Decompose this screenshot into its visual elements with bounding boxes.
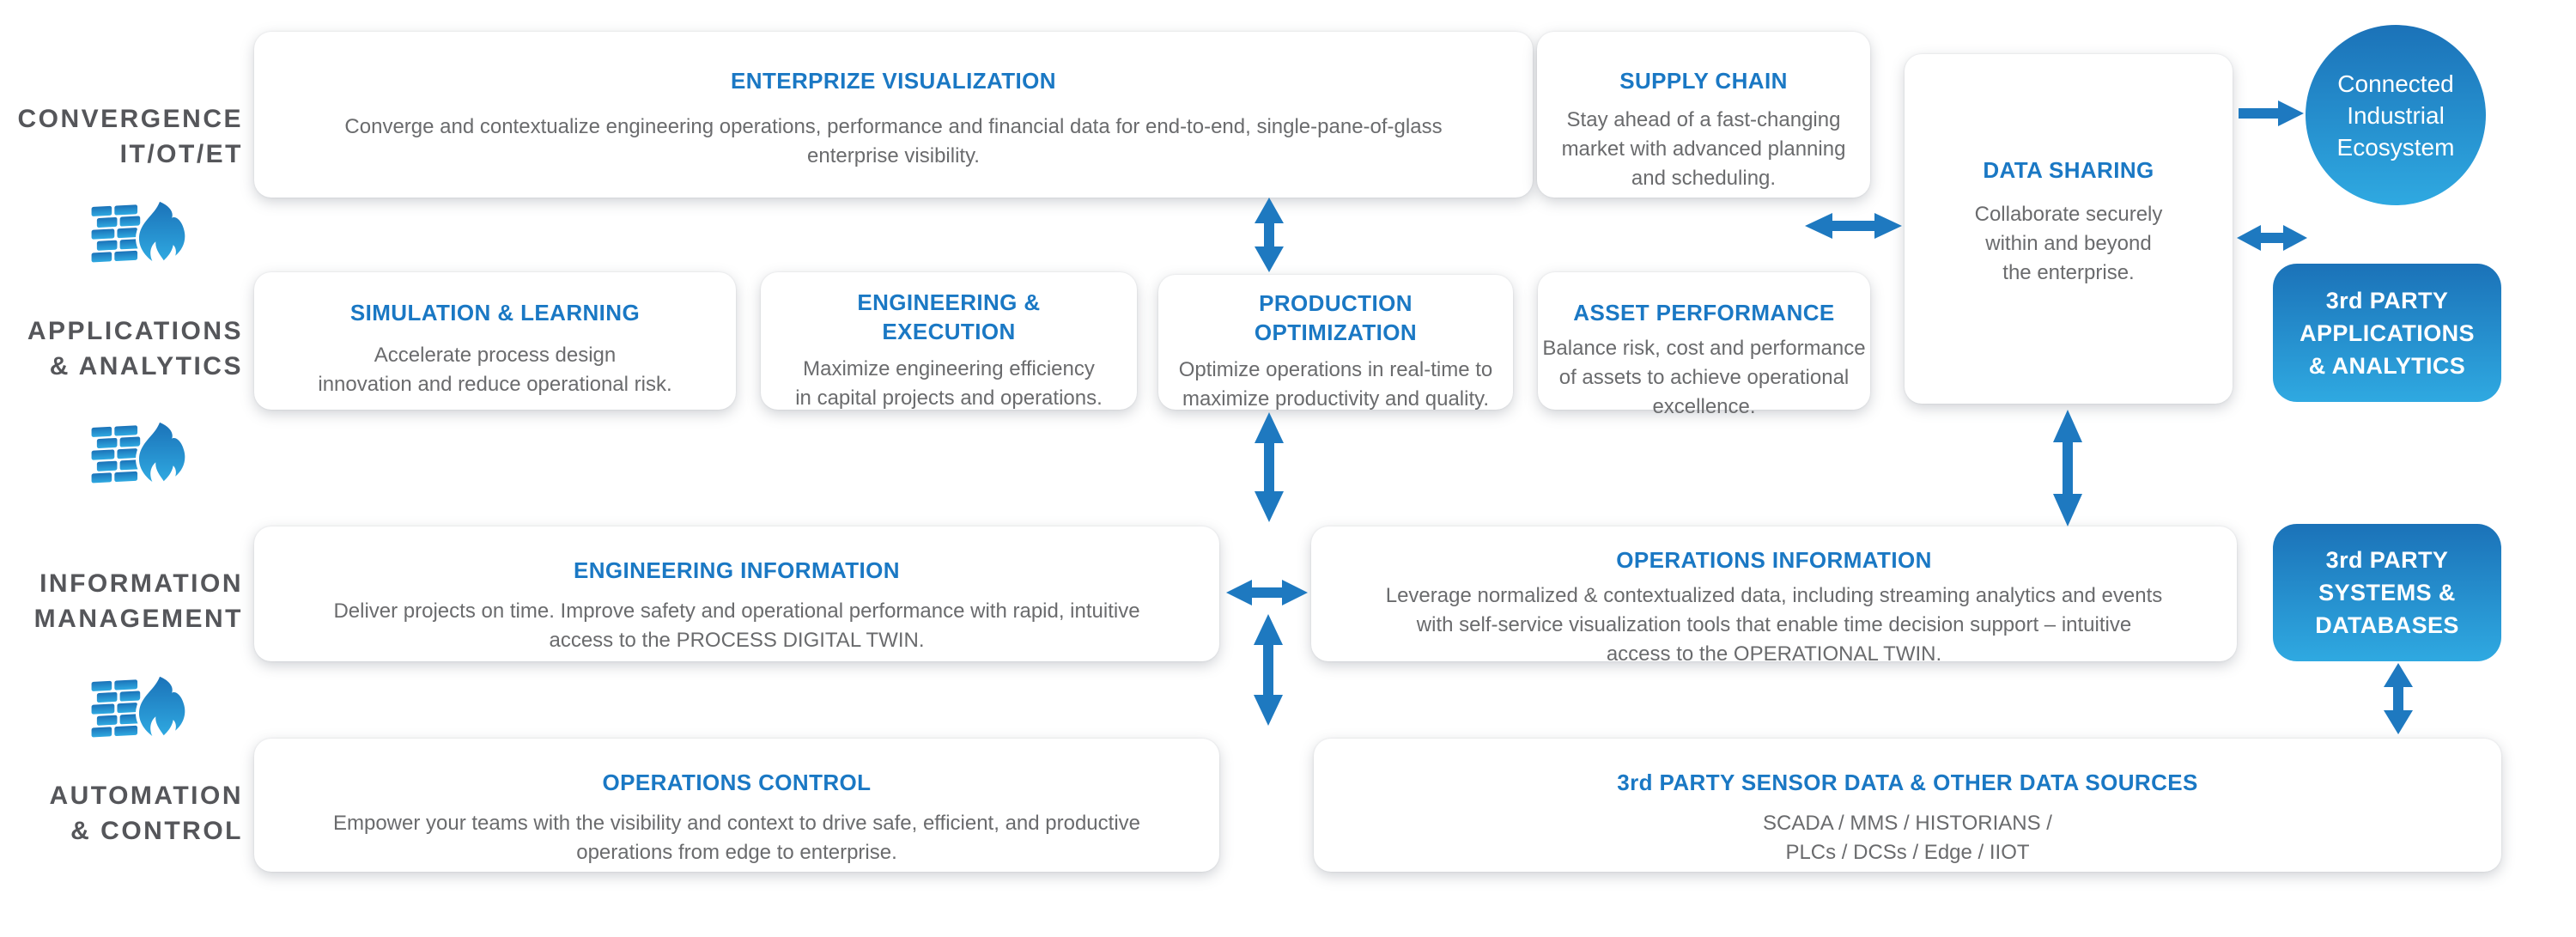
- card-enterprise-visualization: ENTERPRIZE VISUALIZATION Converge and co…: [254, 32, 1533, 198]
- arrow-vertical-enterprise-production: [1255, 198, 1284, 272]
- card-body: Accelerate process design innovation and…: [318, 344, 672, 396]
- card-operations-information: OPERATIONS INFORMATION Leverage normaliz…: [1311, 526, 2237, 666]
- card-body: Maximize engineering efficiency in capit…: [795, 357, 1103, 410]
- firewall-flame-icon: [91, 675, 189, 739]
- card-title: DATA SHARING: [1983, 157, 2154, 183]
- card-title: ENGINEERING & EXECUTION: [857, 289, 1041, 344]
- card-title: PRODUCTION OPTIMIZATION: [1254, 290, 1418, 345]
- arrow-horizontal-assetperf-datasharing: [1805, 213, 1902, 239]
- node-connected-industrial-ecosystem: Connected Industrial Ecosystem: [2306, 25, 2486, 205]
- node-label: 3rd PARTY SYSTEMS & DATABASES: [2315, 547, 2459, 638]
- card-asset-performance: ASSET PERFORMANCE Balance risk, cost and…: [1538, 272, 1870, 418]
- node-label: Connected Industrial Ecosystem: [2336, 70, 2455, 161]
- layer-label-automation: AUTOMATION & CONTROL: [49, 782, 243, 845]
- card-body: Converge and contextualize engineering o…: [344, 115, 1443, 167]
- card-body: Deliver projects on time. Improve safety…: [333, 599, 1140, 652]
- card-operations-control: OPERATIONS CONTROL Empower your teams wi…: [254, 739, 1219, 872]
- card-body: Empower your teams with the visibility a…: [332, 812, 1141, 864]
- card-engineering-information: ENGINEERING INFORMATION Deliver projects…: [254, 526, 1219, 661]
- node-3rd-party-applications-analytics: 3rd PARTY APPLICATIONS & ANALYTICS: [2273, 264, 2501, 402]
- layer-label-information: INFORMATION MANAGEMENT: [33, 569, 243, 633]
- arrow-vertical-datasharing-operations: [2053, 410, 2082, 526]
- layer-label-convergence: CONVERGENCE IT/OT/ET: [17, 105, 243, 168]
- arrow-vertical-information-control: [1254, 614, 1283, 726]
- arrow-horizontal-datasharing-3rdpartyapps: [2237, 225, 2307, 251]
- arrow-vertical-production-information: [1255, 412, 1284, 522]
- card-body: Collaborate securely within and beyond t…: [1974, 203, 2163, 284]
- card-title: OPERATIONS CONTROL: [602, 770, 872, 795]
- card-data-sharing: DATA SHARING Collaborate securely within…: [1905, 54, 2233, 404]
- card-supply-chain: SUPPLY CHAIN Stay ahead of a fast-changi…: [1537, 32, 1870, 198]
- card-title: SUPPLY CHAIN: [1619, 68, 1788, 94]
- card-sensor-data-sources: 3rd PARTY SENSOR DATA & OTHER DATA SOURC…: [1314, 739, 2501, 872]
- card-body: Leverage normalized & contextualized dat…: [1385, 584, 2163, 666]
- arrow-right-datasharing-ecosystem: [2239, 100, 2304, 126]
- card-title: ENTERPRIZE VISUALIZATION: [731, 68, 1056, 94]
- arrow-vertical-systems-sensordata: [2384, 663, 2413, 734]
- card-title: SIMULATION & LEARNING: [349, 300, 641, 326]
- node-3rd-party-systems-databases: 3rd PARTY SYSTEMS & DATABASES: [2273, 524, 2501, 661]
- card-production-optimization: PRODUCTION OPTIMIZATION Optimize operati…: [1158, 275, 1513, 411]
- card-title: ASSET PERFORMANCE: [1573, 300, 1835, 326]
- arrow-horizontal-engineering-operations: [1226, 580, 1308, 605]
- card-simulation-learning: SIMULATION & LEARNING Accelerate process…: [254, 272, 736, 410]
- card-body: Stay ahead of a fast-changing market wit…: [1561, 108, 1846, 190]
- firewall-flame-icon: [91, 200, 189, 265]
- card-title: ENGINEERING INFORMATION: [574, 557, 900, 583]
- card-body: SCADA / MMS / HISTORIANS / PLCs / DCSs /…: [1763, 812, 2052, 864]
- firewall-flame-icon: [91, 421, 189, 485]
- card-title: 3rd PARTY SENSOR DATA & OTHER DATA SOURC…: [1617, 770, 2198, 795]
- layer-label-applications: APPLICATIONS & ANALYTICS: [27, 317, 243, 380]
- card-body: Balance risk, cost and performance of as…: [1542, 337, 1866, 418]
- node-label: 3rd PARTY APPLICATIONS & ANALYTICS: [2300, 287, 2475, 379]
- card-body: Optimize operations in real-time to maxi…: [1178, 358, 1493, 411]
- card-title: OPERATIONS INFORMATION: [1616, 547, 1932, 573]
- card-engineering-execution: ENGINEERING & EXECUTION Maximize enginee…: [761, 272, 1137, 410]
